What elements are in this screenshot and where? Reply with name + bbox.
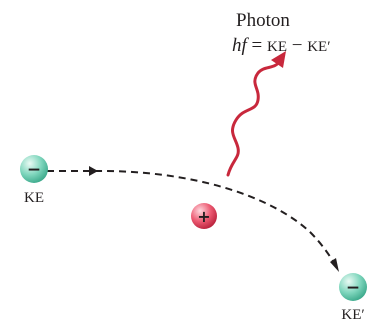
incoming-ke-label: KE: [24, 190, 44, 206]
incoming-direction-arrow: [89, 166, 98, 176]
electron-sign: −: [27, 160, 41, 180]
outgoing-direction-arrow: [330, 258, 339, 272]
eq-minus: −: [287, 35, 307, 56]
photon-arrow-head: [271, 51, 286, 68]
outgoing-ke-label: KE′: [341, 307, 364, 323]
eq-equals: =: [247, 35, 267, 56]
photon-energy-equation: hf = KE − KE′: [232, 35, 331, 56]
eq-h: h: [232, 35, 242, 56]
eq-ke-prime: KE′: [307, 39, 330, 55]
eq-f: f: [242, 35, 250, 56]
nucleus: +: [191, 203, 217, 229]
photon-wave: [226, 58, 282, 177]
electron-sign: −: [346, 278, 360, 298]
nucleus-sign: +: [197, 207, 210, 226]
eq-ke: KE: [267, 39, 287, 55]
incoming-electron: −: [20, 155, 48, 183]
electron-trajectory: [47, 169, 337, 267]
photon-label: Photon: [236, 10, 290, 31]
outgoing-electron: −: [339, 273, 367, 301]
